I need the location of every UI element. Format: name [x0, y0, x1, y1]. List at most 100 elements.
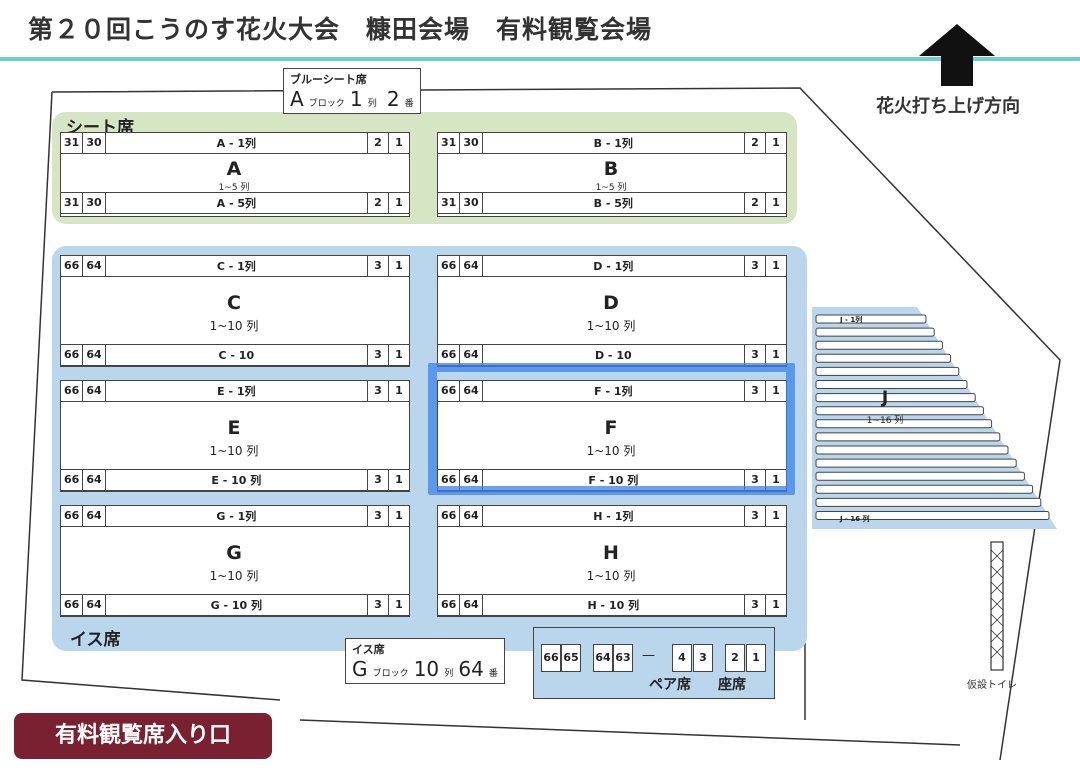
seat-cell: 3 — [367, 381, 388, 401]
row-label: C - 10 — [218, 348, 255, 362]
seat-cell: 66 — [61, 381, 84, 401]
callout-title: イス席 — [352, 643, 385, 656]
block-j-row[interactable] — [815, 406, 984, 416]
block-j-rows — [812, 307, 1057, 529]
row-label: E - 1列 — [217, 385, 256, 398]
seat-cell: 3 — [367, 470, 388, 490]
block-letter: B — [603, 158, 619, 180]
callout-title: ブルーシート席 — [290, 73, 367, 86]
block-range: 1~10 列 — [586, 319, 636, 333]
block-j-row[interactable] — [815, 327, 935, 337]
seat-cell: 3 — [693, 644, 713, 672]
seat-cell: 1 — [765, 256, 786, 276]
seat-cell: 3 — [744, 256, 765, 276]
block-j-row[interactable] — [815, 445, 1009, 455]
block-letter: H — [603, 542, 619, 564]
seat-cell: 66 — [61, 256, 84, 276]
seat-cell: 1 — [388, 506, 409, 526]
sheet-seat-callout: ブルーシート席 A ブロック 1 列 2 番 — [283, 68, 421, 114]
seat-cell: 3 — [367, 345, 388, 365]
row-label: A - 5列 — [216, 197, 257, 210]
block-b-row-1[interactable]: 31 30 B - 1列 2 1 — [437, 132, 787, 154]
row-label: G - 10 列 — [210, 599, 262, 612]
callout-block: G — [352, 657, 368, 681]
seat-cell: 1 — [765, 193, 786, 213]
callout-seat-unit: 番 — [488, 669, 498, 679]
block-letter: F — [604, 417, 618, 439]
seat-cell: 66 — [438, 381, 461, 401]
page-title: 第２０回こうのす花火大会 糠田会場 有料観覧会場 — [28, 15, 653, 44]
seat-cell: 3 — [744, 595, 765, 615]
row-label: F - 10 列 — [588, 474, 639, 487]
seat-cell: 3 — [367, 595, 388, 615]
seat-cell: 64 — [83, 381, 106, 401]
block-j-row[interactable] — [815, 511, 1050, 520]
seat-cell: 1 — [388, 470, 409, 490]
seat-cell: 1 — [765, 345, 786, 365]
seat-cell: 31 — [438, 133, 461, 153]
seat-cell: 31 — [438, 193, 461, 213]
block-a-row-5[interactable]: 31 30 A - 5列 2 1 — [60, 192, 410, 214]
block-j-row[interactable] — [815, 484, 1034, 494]
seat-cell: 64 — [83, 256, 106, 276]
row-label: D - 1列 — [593, 260, 634, 273]
seat-cell: 1 — [765, 506, 786, 526]
seat-cell: 3 — [367, 256, 388, 276]
seat-cell: 2 — [744, 133, 765, 153]
row-label: J - 1列 — [840, 316, 863, 324]
seat-cell: 66 — [541, 644, 561, 672]
seat-cell: 64 — [460, 470, 483, 490]
block-j-row[interactable] — [815, 458, 1017, 468]
block-j-row[interactable] — [815, 314, 927, 324]
block-letter: J — [881, 388, 889, 408]
block-a-row-1[interactable]: 31 30 A - 1列 2 1 — [60, 132, 410, 154]
seat-cell: 66 — [61, 470, 84, 490]
seat-cell: 2 — [744, 193, 765, 213]
pair-seat-legend: 66 65 64 63 — 4 3 2 1 ペア席 座席 — [533, 627, 775, 699]
seat-cell: 30 — [83, 133, 106, 153]
block-j-row[interactable] — [815, 380, 968, 389]
callout-seat: 64 — [458, 657, 484, 681]
seat-cell: 1 — [388, 381, 409, 401]
seat-cell: 64 — [83, 345, 106, 365]
block-j-row[interactable] — [815, 471, 1025, 481]
seat-cell: 1 — [746, 644, 766, 672]
seat-cell: 64 — [83, 595, 106, 615]
block-range: 1~10 列 — [209, 569, 259, 583]
seat-cell: 66 — [438, 506, 461, 526]
block-j-row[interactable] — [815, 497, 1042, 507]
seat-cell: 66 — [438, 345, 461, 365]
block-j-row[interactable] — [815, 393, 976, 403]
row-label: C - 1列 — [216, 260, 256, 273]
block-j-row[interactable] — [815, 366, 960, 376]
block-j-row[interactable] — [815, 432, 1001, 442]
seat-cell: 64 — [460, 345, 483, 365]
toilet-label: 仮設トイレ — [967, 680, 1017, 691]
seat-cell: 2 — [367, 193, 388, 213]
block-letter: E — [227, 417, 241, 439]
seat-cell: 3 — [744, 506, 765, 526]
seat-cell: 30 — [460, 133, 483, 153]
block-letter: A — [226, 158, 242, 180]
row-label: A - 1列 — [216, 137, 257, 150]
block-j-row[interactable] — [815, 419, 993, 429]
block-j[interactable] — [812, 307, 1060, 532]
range-dash: — — [642, 648, 655, 663]
block-b-row-5[interactable]: 31 30 B - 5列 2 1 — [437, 192, 787, 214]
block-j-row[interactable] — [815, 353, 952, 363]
block-j-row[interactable] — [815, 340, 943, 350]
seat-cell: 4 — [672, 644, 692, 672]
row-label: J - 16 列 — [840, 515, 870, 523]
seat-cell: 3 — [744, 381, 765, 401]
row-label: E - 10 列 — [211, 474, 262, 487]
